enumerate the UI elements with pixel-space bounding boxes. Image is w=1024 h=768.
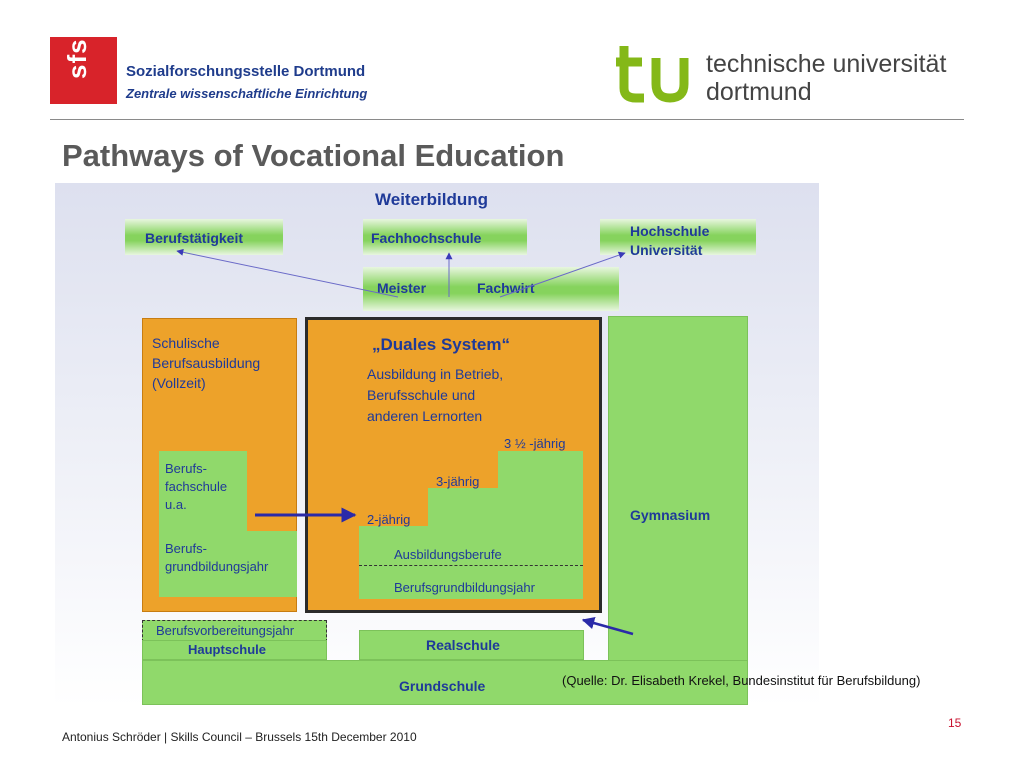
duales-desc-line3: anderen Lernorten — [367, 408, 483, 424]
step-2-jaehrig: 2-jährig — [367, 512, 411, 527]
fachhochschule-label: Fachhochschule — [371, 230, 482, 246]
hochschule-universitaet-box — [600, 219, 756, 255]
grundschule-label: Grundschule — [399, 678, 486, 694]
schulische-line2: Berufsausbildung — [152, 355, 261, 371]
schulische-line3: (Vollzeit) — [152, 375, 206, 391]
berufstaetigkeit-box — [125, 219, 283, 255]
duales-desc-line1: Ausbildung in Betrieb, — [367, 366, 504, 382]
arrow-to-hochschule — [499, 251, 626, 298]
tu-logo — [616, 46, 689, 103]
fachwirt-label: Fachwirt — [477, 280, 535, 296]
ausbildungsberufe-step1 — [359, 526, 583, 599]
university-name-line1: technische universität — [706, 50, 947, 78]
sfs-logo-text: sfs — [62, 38, 92, 79]
slide-title: Pathways of Vocational Education — [62, 138, 565, 173]
universitaet-label: Universität — [630, 242, 703, 258]
hauptschule-box — [142, 640, 327, 660]
gymnasium-box — [608, 316, 748, 705]
realschule-box — [359, 630, 584, 660]
university-name-line2: dortmund — [706, 78, 812, 106]
berufsgrundbildungsjahr-line2: grundbildungsjahr — [165, 559, 269, 574]
duales-system-title: „Duales System“ — [372, 335, 510, 354]
arrow-to-berufstaetigkeit — [176, 248, 399, 298]
berufsfachschule-line2: fachschule — [165, 479, 228, 494]
duales-desc-line2: Berufsschule und — [367, 387, 476, 403]
realschule-label: Realschule — [426, 637, 500, 653]
berufstaetigkeit-label: Berufstätigkeit — [145, 230, 244, 246]
footer-text: Antonius Schröder | Skills Council – Bru… — [62, 730, 417, 744]
berufsgrundbildungsjahr-dual-label: Berufsgrundbildungsjahr — [394, 580, 535, 595]
berufsfachschule-line3: u.a. — [165, 497, 187, 512]
header-divider — [50, 119, 964, 120]
step-3-jaehrig: 3-jährig — [436, 474, 480, 489]
hauptschule-label: Hauptschule — [188, 642, 267, 657]
berufsgrundbildungsjahr-school-box — [159, 531, 297, 597]
ausbildungsberufe-label: Ausbildungsberufe — [394, 547, 502, 562]
fachhochschule-box — [363, 219, 527, 255]
arrow-gymnasium-to-dual — [581, 617, 634, 636]
berufsgrundbildungsjahr-line1: Berufs- — [165, 541, 207, 556]
ausbildungsberufe-step2 — [428, 488, 583, 528]
vocational-pathways-diagram: Weiterbildung Berufstätigkeit Fachhochsc… — [55, 183, 819, 707]
page-number: 15 — [948, 716, 962, 730]
org-subtitle: Zentrale wissenschaftliche Einrichtung — [126, 86, 368, 101]
berufsvorbereitungsjahr-label: Berufsvorbereitungsjahr — [156, 623, 295, 638]
schulische-line1: Schulische — [152, 335, 220, 351]
step-3-5-jaehrig: 3 ½ -jährig — [504, 436, 566, 451]
source-note: (Quelle: Dr. Elisabeth Krekel, Bundesins… — [562, 673, 921, 688]
berufsfachschule-line1: Berufs- — [165, 461, 207, 476]
weiterbildung-label: Weiterbildung — [375, 190, 489, 209]
meister-fachwirt-box — [363, 267, 619, 311]
dual-divider-line — [359, 565, 583, 566]
gymnasium-label: Gymnasium — [630, 507, 711, 523]
berufsfachschule-box — [159, 451, 247, 535]
meister-label: Meister — [377, 280, 427, 296]
ausbildungsberufe-step3 — [498, 451, 583, 491]
sfs-logo: sfs — [50, 37, 117, 104]
hochschule-label: Hochschule — [630, 223, 710, 239]
pathway-arrows — [176, 248, 634, 636]
org-name: Sozialforschungsstelle Dortmund — [126, 63, 366, 80]
grundschule-box — [142, 660, 748, 705]
